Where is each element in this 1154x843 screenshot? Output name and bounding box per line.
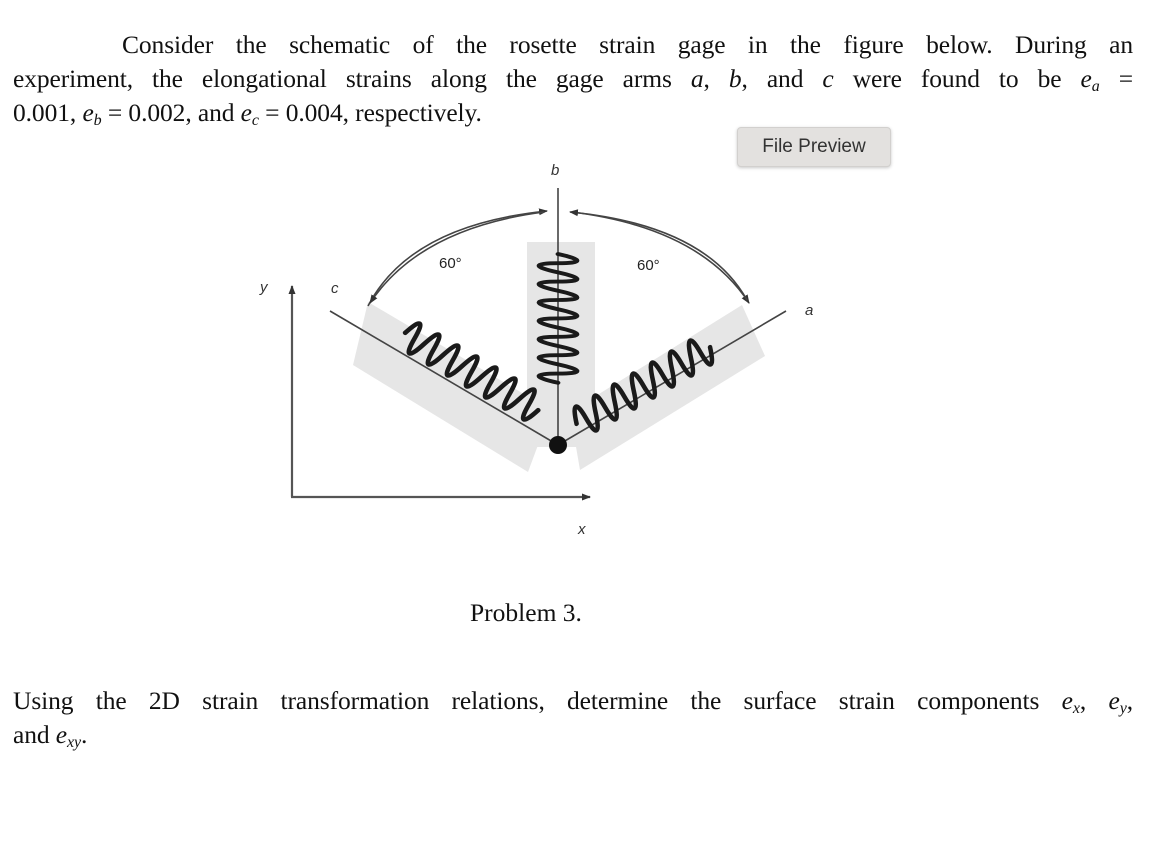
- x-axis-label: x: [578, 521, 586, 538]
- angle-label-left: 60°: [439, 255, 462, 272]
- exy-symbol: e: [55, 720, 68, 749]
- arm-b-symbol: b: [728, 64, 742, 93]
- intro-text: ,: [703, 64, 729, 93]
- arm-c-symbol: c: [822, 64, 834, 93]
- gage-backing-strips: [353, 242, 765, 472]
- equals-sign: =: [1099, 64, 1134, 93]
- gage-center-dot: [549, 436, 567, 454]
- arm-a-symbol: a: [690, 64, 704, 93]
- question-text: .: [81, 720, 88, 749]
- ea-subscript: a: [1091, 78, 1100, 95]
- ey-symbol: e: [1108, 686, 1120, 715]
- ea-value: 0.001: [13, 98, 70, 127]
- question-text: and: [13, 720, 56, 749]
- intro-text: , and: [185, 98, 241, 127]
- ex-symbol: e: [1061, 686, 1073, 715]
- intro-text: were found to be: [833, 64, 1081, 93]
- question-line-1: Using the 2D strain transformation relat…: [13, 684, 1133, 718]
- arm-a-label: a: [805, 302, 814, 319]
- eb-symbol: e: [82, 98, 94, 127]
- ea-symbol: e: [1080, 64, 1092, 93]
- question-text: Using the 2D strain transformation relat…: [13, 686, 1062, 715]
- intro-text: ,: [69, 98, 83, 127]
- gage-arm-lines: [329, 188, 787, 446]
- ec-value: 0.004: [285, 98, 343, 127]
- intro-text: , respectively.: [342, 98, 482, 127]
- problem-question-paragraph: Using the 2D strain transformation relat…: [13, 684, 1133, 752]
- y-axis-label: y: [260, 279, 268, 296]
- arm-c-label: c: [331, 280, 339, 297]
- intro-text: , and: [741, 64, 823, 93]
- exy-subscript: xy: [67, 734, 82, 751]
- ec-subscript: c: [251, 112, 259, 129]
- angle-arcs: [367, 208, 750, 307]
- file-preview-button[interactable]: File Preview: [737, 127, 891, 167]
- equals-sign: =: [101, 98, 129, 127]
- equals-sign: =: [258, 98, 286, 127]
- eb-value: 0.002: [128, 98, 186, 127]
- eb-subscript: b: [93, 112, 102, 129]
- arm-b-label: b: [551, 162, 560, 179]
- intro-line-2: experiment, the elongational strains alo…: [13, 62, 1133, 96]
- ec-symbol: e: [240, 98, 252, 127]
- intro-line-1: Consider the schematic of the rosette st…: [122, 30, 1133, 59]
- intro-text: experiment, the elongational strains alo…: [13, 64, 691, 93]
- question-line-2: and exy.: [13, 720, 88, 751]
- coordinate-axes: [288, 285, 591, 501]
- angle-label-right: 60°: [637, 257, 660, 274]
- question-text: ,: [1126, 686, 1133, 715]
- question-text: ,: [1079, 686, 1109, 715]
- ex-subscript: x: [1072, 700, 1080, 717]
- intro-line-3: 0.001, eb = 0.002, and ec = 0.004, respe…: [13, 98, 482, 129]
- figure-caption: Problem 3.: [470, 598, 582, 627]
- problem-intro-paragraph: Consider the schematic of the rosette st…: [13, 28, 1133, 130]
- ey-subscript: y: [1119, 700, 1127, 717]
